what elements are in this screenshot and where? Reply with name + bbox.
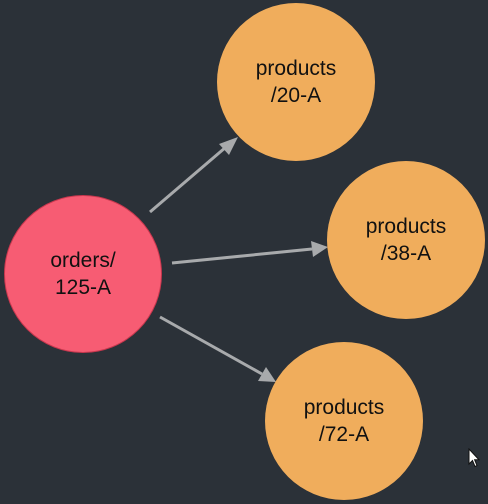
node-label: products /20-A [255,57,337,107]
node-orders-125-a[interactable]: orders/ 125-A [4,195,162,353]
node-products-72-a[interactable]: products /72-A [265,342,423,500]
edge-orders-to-products-38 [171,241,328,265]
edge-orders-to-products-20 [149,137,238,214]
node-label: products /38-A [365,215,447,265]
edge-orders-to-products-72 [159,315,276,382]
node-products-20-a[interactable]: products /20-A [217,3,375,161]
node-label: orders/ 125-A [50,249,116,299]
arrow-pointer-icon [468,448,480,468]
node-products-38-a[interactable]: products /38-A [327,161,485,319]
node-label: products /72-A [303,396,385,446]
